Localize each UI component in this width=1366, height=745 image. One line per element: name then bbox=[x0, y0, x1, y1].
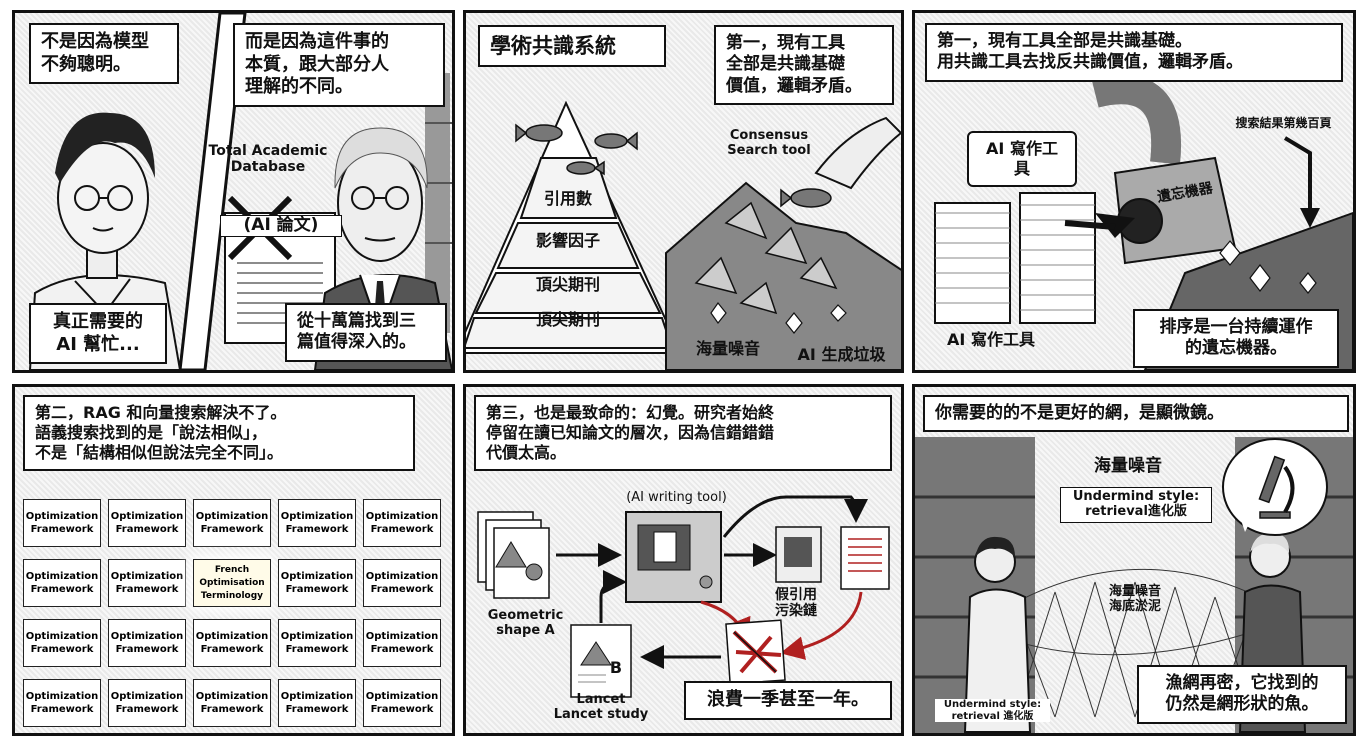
panel-5-caption: 第三，也是最致命的：幻覺。研究者始終 停留在讀已知論文的層次，因為信錯錯錯 代價… bbox=[474, 395, 892, 471]
microscope-icon bbox=[1258, 455, 1295, 519]
panel-5: 第三，也是最致命的：幻覺。研究者始終 停留在讀已知論文的層次，因為信錯錯錯 代價… bbox=[463, 384, 904, 736]
panel-3-art bbox=[934, 74, 1353, 370]
consensus-tool-label: Consensus Search tool bbox=[727, 128, 811, 158]
paper-stack-right bbox=[1019, 192, 1096, 324]
panel-2-art bbox=[466, 100, 901, 370]
panel-2: 學術共識系統 第一，現有工具 全部是共識基礎 價值，邏輯矛盾。 引用數 影響因子… bbox=[463, 10, 904, 373]
optimization-framework-cell: Optimization Framework bbox=[108, 499, 186, 547]
pollution-chain bbox=[725, 619, 786, 685]
panel-1-caption-right: 而是因為這件事的 本質，跟大部分人 理解的不同。 bbox=[233, 23, 445, 107]
optimization-framework-cell: Optimization Framework bbox=[193, 619, 271, 667]
geometric-shape-a-label: Geometric shape A bbox=[487, 608, 564, 638]
panel-3-caption-bottom: 排序是一台持續運作 的遺忘機器。 bbox=[1133, 309, 1339, 368]
panel-3: 第一，現有工具全部是共識基礎。 用共識工具去找反共識價值，邏輯矛盾。 AI 寫作… bbox=[912, 10, 1356, 373]
label-ai-garbage: AI 生成垃圾 bbox=[797, 345, 886, 364]
panel-3-caption: 第一，現有工具全部是共識基礎。 用共識工具去找反共識價值，邏輯矛盾。 bbox=[925, 23, 1343, 82]
paper-stack-left bbox=[934, 202, 1011, 324]
optimization-framework-cell: Optimization Framework bbox=[363, 619, 441, 667]
optimization-framework-cell: Optimization Framework bbox=[108, 679, 186, 727]
panel-4-caption: 第二，RAG 和向量搜索解決不了。 語義搜索找到的是「說法相似」， 不是「結構相… bbox=[23, 395, 415, 471]
ai-writing-tool-label: (AI writing tool) bbox=[626, 490, 727, 505]
lancet-doc-b: B bbox=[609, 658, 623, 677]
panel-1-caption-bottom-left: 真正需要的 AI 幫忙... bbox=[29, 303, 167, 364]
pyramid-tier-2: 影響因子 bbox=[535, 231, 600, 250]
optimization-framework-cell: Optimization Framework bbox=[363, 559, 441, 607]
optimization-framework-cell: Optimization Framework bbox=[363, 679, 441, 727]
label-noise: 海量噪音 bbox=[695, 339, 760, 358]
panel-2-caption: 第一，現有工具 全部是共識基礎 價值，邏輯矛盾。 bbox=[714, 25, 894, 105]
database-label: Total Academic Database bbox=[208, 143, 328, 176]
french-optimisation-cell: French Optimisation Terminology bbox=[193, 559, 271, 607]
net-noise-label: 海量噪音 海底淤泥 bbox=[1108, 584, 1161, 614]
panel-6: 你需要的的不是更好的網，是顯微鏡。 海量噪音 Undermind style: … bbox=[912, 384, 1356, 736]
pyramid-tier-4: 頂尖期刊 bbox=[535, 310, 600, 329]
ai-paper-label: (AI 論文) bbox=[220, 215, 342, 237]
optimization-framework-cell: Optimization Framework bbox=[193, 499, 271, 547]
optimization-framework-cell: Optimization Framework bbox=[23, 499, 101, 547]
panel-5-caption-bottom: 浪費一季甚至一年。 bbox=[684, 681, 892, 720]
panel-5-art bbox=[477, 495, 890, 698]
shape-a-documents bbox=[477, 511, 550, 599]
undermind-small-label: Undermind style: retrieval 進化版 bbox=[935, 699, 1050, 722]
microscope-bubble bbox=[1222, 438, 1328, 536]
forget-machine bbox=[1113, 156, 1237, 265]
optimization-framework-cell: Optimization Framework bbox=[23, 559, 101, 607]
optimization-framework-cell: Optimization Framework bbox=[363, 499, 441, 547]
massive-noise-label: 海量噪音 bbox=[1094, 456, 1162, 476]
panel-6-caption: 你需要的的不是更好的網，是顯微鏡。 bbox=[923, 395, 1349, 433]
optimization-framework-cell: Optimization Framework bbox=[108, 619, 186, 667]
lancet-document bbox=[570, 624, 632, 698]
panel-2-title: 學術共識系統 bbox=[478, 25, 666, 68]
ai-writing-tool-machine bbox=[625, 511, 722, 603]
optimization-framework-cell: Optimization Framework bbox=[23, 679, 101, 727]
pyramid-tier-3: 頂尖期刊 bbox=[535, 275, 600, 294]
pyramid-tier-1: 引用數 bbox=[543, 189, 592, 208]
optimization-framework-cell: Optimization Framework bbox=[108, 559, 186, 607]
undermind-style-label: Undermind style: retrieval進化版 bbox=[1060, 487, 1212, 523]
panel-1-caption-bottom-right: 從十萬篇找到三 篇值得深入的。 bbox=[285, 303, 447, 362]
search-pages-label: 搜索結果第幾百頁 bbox=[1235, 116, 1332, 130]
panel-4: 第二，RAG 和向量搜索解決不了。 語義搜索找到的是「說法相似」， 不是「結構相… bbox=[12, 384, 455, 736]
young-man-net-holder bbox=[963, 536, 1032, 733]
ai-writing-tool-bubble: AI 寫作工具 bbox=[967, 131, 1077, 187]
fish-icons bbox=[515, 123, 638, 176]
optimization-framework-cell: Optimization Framework bbox=[278, 619, 356, 667]
optimization-framework-cell: Optimization Framework bbox=[278, 679, 356, 727]
optimization-framework-cell: Optimization Framework bbox=[278, 499, 356, 547]
optimization-framework-cell: Optimization Framework bbox=[193, 679, 271, 727]
optimization-framework-cell: Optimization Framework bbox=[278, 559, 356, 607]
panel-1: 不是因為模型 不夠聰明。 而是因為這件事的 本質，跟大部分人 理解的不同。 To… bbox=[12, 10, 455, 373]
panel-1-caption-top: 不是因為模型 不夠聰明。 bbox=[29, 23, 179, 84]
panel-3-label-bottom: AI 寫作工具 bbox=[947, 330, 1035, 349]
fake-citation-label: 假引用 污染鏈 bbox=[775, 587, 817, 620]
optimization-framework-cell: Optimization Framework bbox=[23, 619, 101, 667]
panel-6-caption-bottom: 漁網再密，它找到的 仍然是網形狀的魚。 bbox=[1137, 665, 1347, 724]
lancet-study-label: Lancet Lancet study bbox=[553, 692, 649, 722]
